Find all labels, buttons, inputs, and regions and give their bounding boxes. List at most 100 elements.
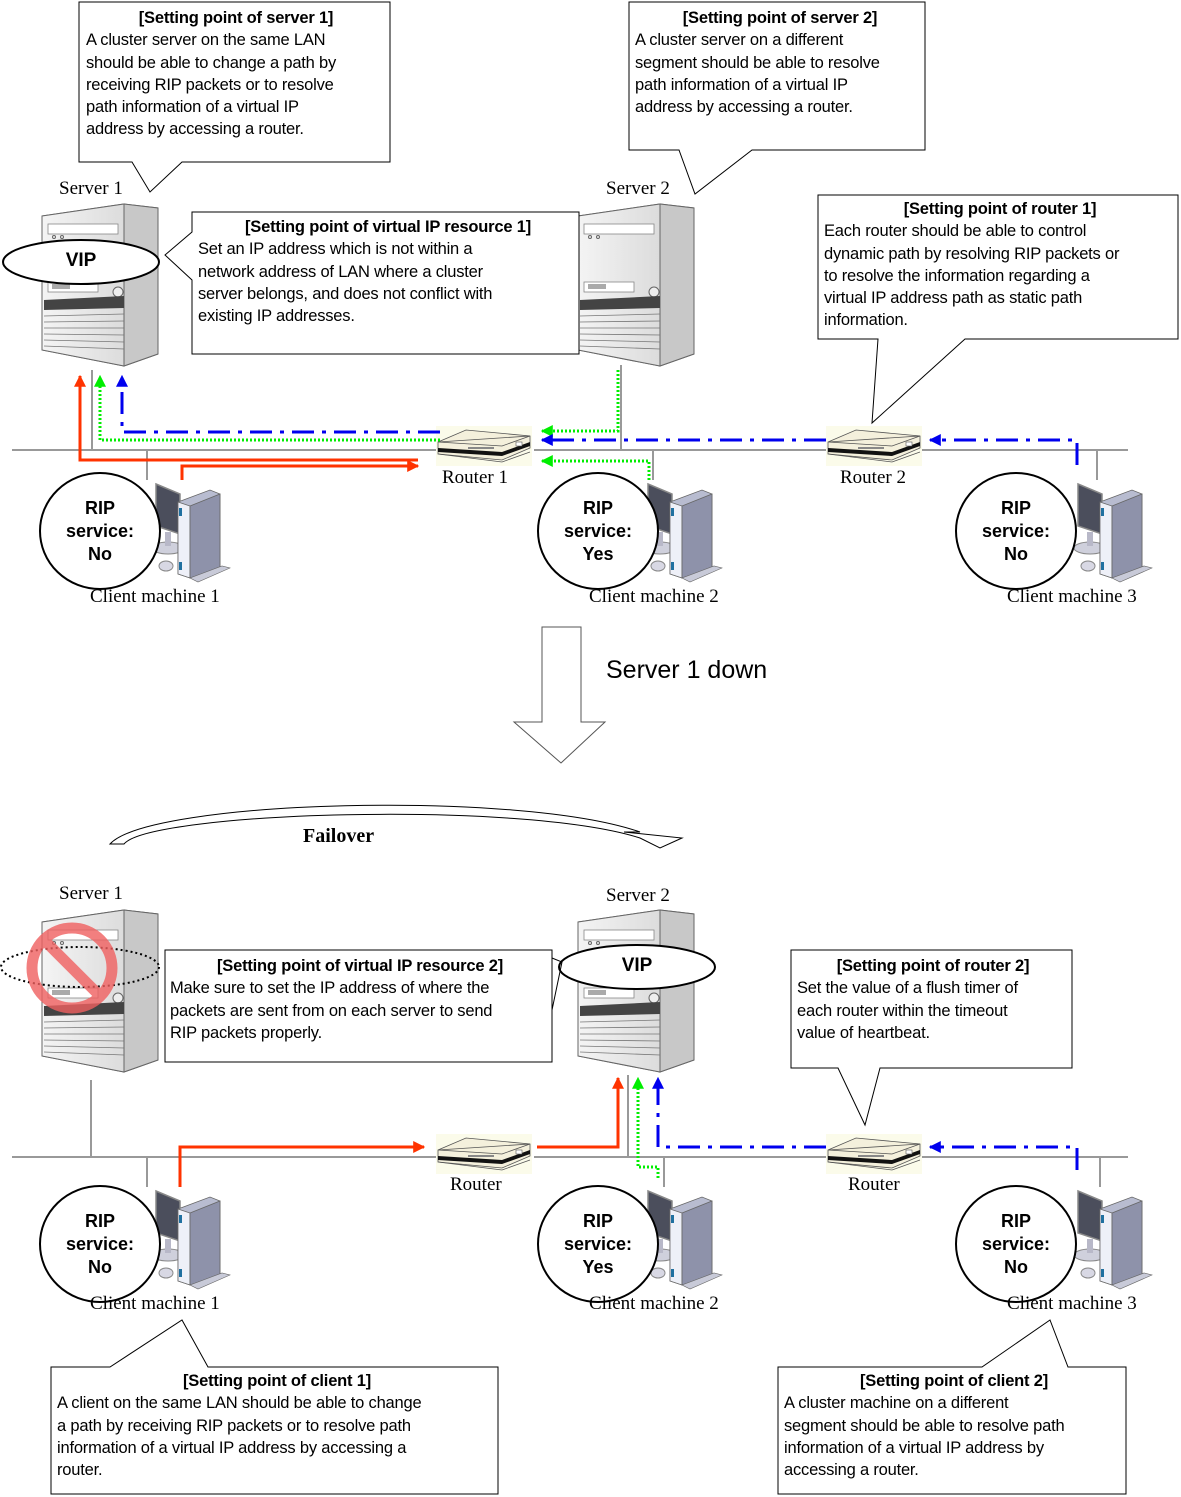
rip-line: service: (981, 1234, 1051, 1254)
path-client2-to-server2 (632, 1076, 660, 1178)
path-router1-to-server1-blue (116, 374, 440, 434)
rip-badge-client2 (537, 1185, 659, 1303)
rip-status-value: No (88, 544, 112, 564)
callout-client1-box (50, 1319, 499, 1495)
top-traffic-paths (74, 370, 1079, 480)
rip-status-value: No (1004, 1257, 1028, 1277)
router2-icon (825, 1133, 923, 1175)
server2-icon (577, 203, 695, 367)
client1-label: Client machine 1 (90, 1293, 220, 1314)
rip-status-value: No (1004, 544, 1028, 564)
path-client3-to-router2 (928, 1141, 1079, 1170)
callout-title: [Setting point of router 1] (903, 200, 1097, 218)
rip-badge-client2 (537, 472, 659, 590)
callout-title: [Setting point of router 2] (836, 957, 1030, 975)
path-client3-to-router2 (928, 434, 1079, 465)
callout-server1: [Setting point of server 1] A cluster se… (86, 7, 386, 141)
router1-label: Router 1 (442, 467, 508, 488)
router2-label: Router 2 (840, 467, 906, 488)
callout-vip2: [Setting point of virtual IP resource 2]… (170, 955, 550, 1044)
vip-badge-server1 (2, 239, 160, 285)
failover-label: Failover (303, 825, 375, 847)
router2-label: Router (848, 1174, 900, 1195)
client1-label: Client machine 1 (90, 586, 220, 607)
rip-line: RIP (84, 498, 115, 518)
server1-label: Server 1 (59, 883, 123, 904)
rip-status-value: No (88, 1257, 112, 1277)
server1-label: Server 1 (59, 178, 123, 199)
callout-body: A cluster server on the same LAN should … (86, 31, 337, 139)
callout-body: Set an IP address which is not within a … (198, 240, 493, 326)
path-server2-to-router1 (540, 370, 620, 437)
callout-client2: [Setting point of client 2] A cluster ma… (784, 1370, 1124, 1481)
callout-body: Each router should be able to control dy… (824, 222, 1120, 330)
rip-line: RIP (582, 1211, 613, 1231)
rip-status-client1: RIP service: No (45, 497, 155, 566)
rip-status-value: Yes (582, 544, 614, 564)
client1-icon (151, 1190, 231, 1290)
callout-server2: [Setting point of server 2] A cluster se… (635, 7, 925, 118)
prohibited-icon (26, 922, 118, 1014)
callout-server1-box (78, 1, 391, 193)
server2-label: Server 2 (606, 885, 670, 906)
callout-body: A client on the same LAN should be able … (57, 1394, 422, 1480)
callout-title: [Setting point of virtual IP resource 2] (217, 957, 503, 975)
event-label: Server 1 down (606, 656, 768, 684)
bottom-network-lines (12, 1075, 1128, 1187)
router1-icon (435, 1133, 533, 1175)
callout-body: A cluster machine on a different segment… (784, 1394, 1065, 1480)
vip-label: VIP (621, 955, 653, 976)
router2-icon (825, 425, 923, 467)
rip-status-client2: RIP service: Yes (543, 497, 653, 566)
vip-label: VIP (65, 250, 97, 271)
callout-body: A cluster server on a different segment … (635, 31, 880, 117)
vip-badge-server2 (558, 944, 716, 990)
client3-icon (1073, 483, 1153, 583)
callout-router1: [Setting point of router 1] Each router … (824, 198, 1176, 332)
callout-body: Set the value of a flush timer of each r… (797, 979, 1018, 1042)
client3-label: Client machine 3 (1007, 1293, 1137, 1314)
rip-badge-client1 (39, 1185, 161, 1303)
down-arrow-icon (512, 626, 607, 764)
rip-status-client1: RIP service: No (45, 1210, 155, 1279)
callout-title: [Setting point of server 1] (138, 9, 334, 27)
rip-line: RIP (84, 1211, 115, 1231)
bottom-traffic-paths (178, 1076, 1079, 1187)
path-client1-to-router1 (180, 460, 420, 480)
rip-status-value: Yes (582, 1257, 614, 1277)
rip-status-client3: RIP service: No (961, 1210, 1071, 1279)
callout-title: [Setting point of server 2] (682, 9, 878, 27)
callout-vip1: [Setting point of virtual IP resource 1]… (198, 216, 578, 327)
rip-line: service: (981, 521, 1051, 541)
rip-line: RIP (1000, 498, 1031, 518)
callout-client1: [Setting point of client 1] A client on … (57, 1370, 497, 1481)
client2-label: Client machine 2 (589, 586, 719, 607)
callout-router2-box (790, 949, 1073, 1127)
callout-title: [Setting point of client 2] (860, 1372, 1048, 1390)
path-router1-to-server1 (74, 374, 418, 462)
path-router-to-server2 (537, 1076, 624, 1149)
rip-line: service: (65, 521, 135, 541)
rip-line: RIP (582, 498, 613, 518)
rip-status-client2: RIP service: Yes (543, 1210, 653, 1279)
callout-client2-box (777, 1319, 1127, 1495)
callout-router2: [Setting point of router 2] Set the valu… (797, 955, 1069, 1044)
server2-label: Server 2 (606, 178, 670, 199)
failover-arrow-icon (108, 804, 684, 849)
client3-icon (1073, 1190, 1153, 1290)
path-client1-to-router (178, 1141, 426, 1187)
callout-server2-box (628, 1, 926, 195)
top-callouts (78, 1, 1179, 425)
path-router1-to-server1-green (94, 374, 440, 442)
client3-label: Client machine 3 (1007, 586, 1137, 607)
callout-router1-box (817, 194, 1179, 425)
rip-line: service: (65, 1234, 135, 1254)
rip-badge-client3 (955, 472, 1077, 590)
callout-title: [Setting point of client 1] (183, 1372, 371, 1390)
rip-badge-client3 (955, 1185, 1077, 1303)
server1-icon (41, 203, 159, 367)
callout-title: [Setting point of virtual IP resource 1] (245, 218, 531, 236)
client2-label: Client machine 2 (589, 1293, 719, 1314)
rip-status-client3: RIP service: No (961, 497, 1071, 566)
